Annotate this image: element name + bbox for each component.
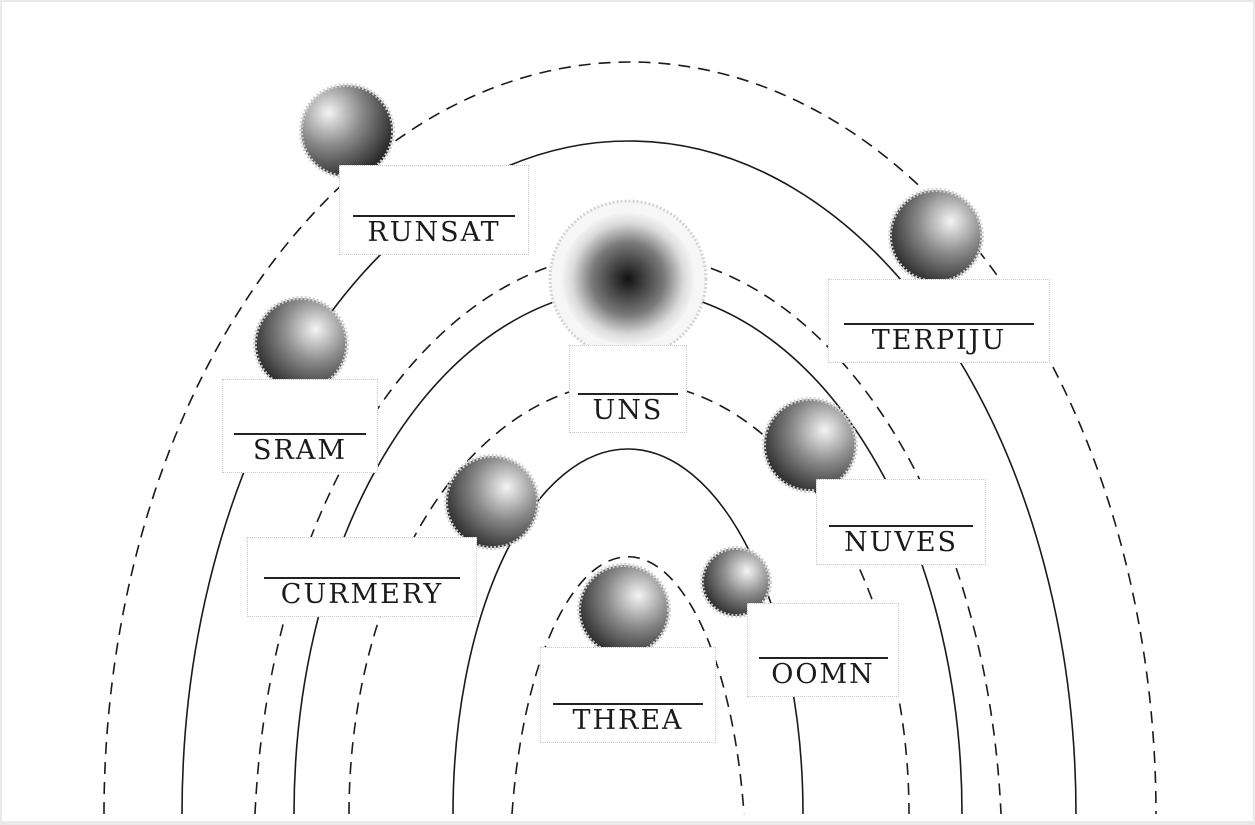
label-nuves-text: NUVES (844, 529, 958, 556)
label-uns: UNS (569, 345, 687, 433)
planet-terpiju (890, 190, 982, 282)
label-oomn: OOMN (747, 603, 899, 697)
label-runsat: RUNSAT (339, 165, 529, 255)
label-terpiju: TERPIJU (828, 279, 1050, 363)
label-threa-text: THREA (572, 707, 683, 734)
label-threa: THREA (540, 647, 716, 743)
planet-runsat (301, 85, 393, 177)
planet-nuves (764, 399, 856, 491)
label-sram: SRAM (222, 379, 378, 473)
label-sram-text: SRAM (253, 437, 347, 464)
label-curmery: CURMERY (247, 537, 477, 617)
planet-threa (579, 565, 669, 655)
label-runsat-text: RUNSAT (367, 219, 500, 246)
label-nuves: NUVES (816, 479, 986, 565)
planet-sram (255, 298, 347, 390)
planet-curmery (446, 456, 538, 548)
label-terpiju-text: TERPIJU (872, 327, 1006, 354)
sun-uns (562, 213, 694, 345)
label-uns-text: UNS (593, 397, 664, 424)
label-curmery-text: CURMERY (281, 581, 443, 608)
label-oomn-text: OOMN (771, 661, 875, 688)
